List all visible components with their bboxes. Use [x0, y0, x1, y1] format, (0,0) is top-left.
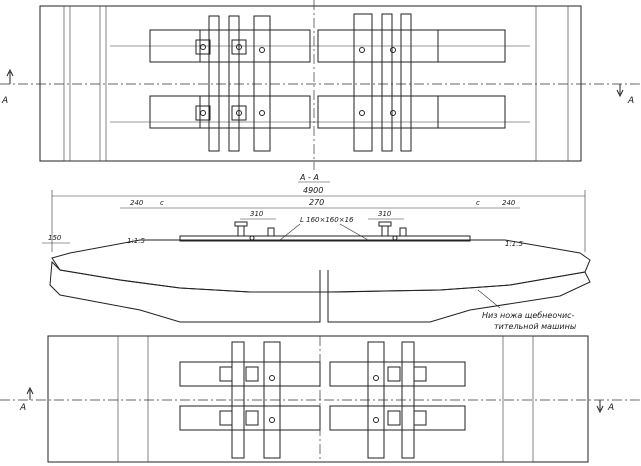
angle-label: L 160×160×16: [300, 216, 354, 224]
svg-text:150: 150: [48, 234, 62, 242]
subgrade-left: [49, 260, 321, 323]
bottom-right-end-zone: [502, 335, 534, 463]
bottom-plan-view: A A: [0, 335, 641, 463]
top-fasteners: [195, 39, 396, 121]
svg-text:A: A: [627, 96, 634, 106]
bottom-beam-upper: [179, 361, 466, 387]
top-rails: [208, 13, 412, 152]
svg-text:c: c: [160, 199, 164, 207]
svg-text:A: A: [1, 96, 8, 106]
top-section-marker-left: A: [1, 68, 14, 106]
top-beam-upper: [149, 29, 506, 63]
svg-text:270: 270: [309, 198, 324, 207]
svg-text:c: c: [476, 199, 480, 207]
section-title: A - A: [299, 173, 319, 182]
dim-inner: 270: [150, 198, 470, 209]
cross-section-aa: A - A 4900 270 240 c c 240 150 1:1.5 1:1…: [42, 173, 591, 331]
top-beam-lower: [149, 95, 506, 129]
svg-text:тительной машины: тительной машины: [494, 322, 576, 331]
bottom-rails: [231, 341, 415, 459]
svg-text:4900: 4900: [303, 186, 323, 195]
svg-text:240: 240: [502, 199, 516, 207]
bottom-section-marker-left: A: [19, 386, 34, 413]
top-right-end-zone: [535, 5, 569, 162]
section-rails: [179, 221, 471, 242]
top-section-marker-right: A: [616, 84, 634, 106]
top-plan-outline: [39, 5, 582, 162]
bottom-fasteners: [219, 366, 427, 426]
svg-text:Низ ножа щебнеочис-: Низ ножа щебнеочис-: [482, 311, 575, 320]
svg-text:1:1.5: 1:1.5: [505, 240, 523, 248]
svg-text:240: 240: [130, 199, 144, 207]
dim-rail-spacing: 310 310 L 160×160×16: [240, 210, 404, 241]
dim-overall: 4900: [51, 186, 586, 252]
subgrade-right: [327, 271, 591, 323]
bottom-plan-outline: [47, 335, 589, 463]
bottom-left-end-zone: [117, 335, 149, 463]
svg-text:A: A: [19, 403, 26, 413]
top-plan-view: A A: [0, 0, 641, 170]
machine-note: Низ ножа щебнеочис- тительной машины: [477, 289, 576, 331]
svg-text:A: A: [607, 403, 614, 413]
svg-text:310: 310: [378, 210, 392, 218]
bottom-section-marker-right: A: [596, 400, 614, 414]
svg-text:310: 310: [250, 210, 264, 218]
top-left-end-zone: [63, 5, 107, 162]
bottom-beam-lower: [179, 405, 466, 431]
